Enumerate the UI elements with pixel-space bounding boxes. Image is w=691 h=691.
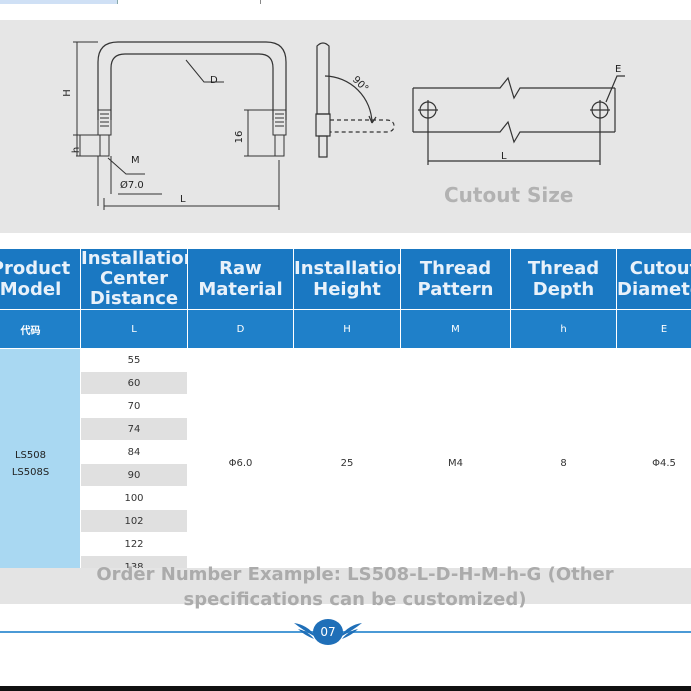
cutout-diameter-cell: Φ4.5 [616,348,691,579]
header-row: ProductModel InstallationCenterDistance … [0,248,691,310]
order-number-example: Order Number Example: LS508-L-D-H-M-h-G … [96,564,614,610]
technical-drawing: H D h M Ø7.0 L 16 90° E L Cutout Size [0,20,691,233]
length-cell: 74 [80,417,188,441]
table-row: 102 [0,509,691,533]
table-row: 84 [0,440,691,464]
table-row: 90 [0,463,691,487]
label-cutout-L: L [501,151,507,162]
raw-material-cell: Φ6.0 [187,348,294,579]
length-cell: 102 [80,509,188,533]
label-D: D [210,75,218,86]
label-h: h [71,147,82,153]
label-angle: 90° [350,74,370,94]
subheader-row: 代码 L D H M h E [0,309,691,349]
drawing-svg: H D h M Ø7.0 L 16 90° E L [62,41,625,210]
length-cell: 122 [80,532,188,556]
bottom-bar [0,686,691,691]
order-example-band [0,568,691,604]
length-cell: 55 [80,348,188,372]
table-row: 70 [0,394,691,418]
table-row: 100 [0,486,691,510]
length-cell: 90 [80,463,188,487]
header-cutout-diameter: CutoutDiameter [616,248,691,310]
label-16: 16 [234,131,245,144]
label-M: M [131,155,140,166]
sub-H: H [293,309,401,349]
label-H: H [62,89,73,97]
sub-D: D [187,309,294,349]
length-cell: 100 [80,486,188,510]
top-strip-divider [260,0,261,4]
cutout-size-title: Cutout Size [444,183,574,207]
table-row: 60 [0,371,691,395]
label-L: L [180,194,186,205]
sub-E: E [616,309,691,349]
length-cell: 60 [80,371,188,395]
page-number: 07 [313,619,343,645]
length-cell: 70 [80,394,188,418]
wing-ornament-icon [294,623,362,639]
top-strip-cell [0,0,118,4]
table-row: 74 [0,417,691,441]
label-E: E [615,64,621,75]
thread-depth-cell: 8 [510,348,617,579]
installation-height-cell: 25 [293,348,401,579]
specification-table: ProductModel InstallationCenterDistance … [0,248,691,579]
thread-pattern-cell: M4 [400,348,511,579]
sub-code: 代码 [0,309,81,349]
top-strip [0,0,691,4]
sub-h: h [510,309,617,349]
length-cell: 84 [80,440,188,464]
header-product-model: ProductModel [0,248,81,310]
sub-M: M [400,309,511,349]
sub-L: L [80,309,188,349]
label-diameter: Ø7.0 [120,179,144,191]
